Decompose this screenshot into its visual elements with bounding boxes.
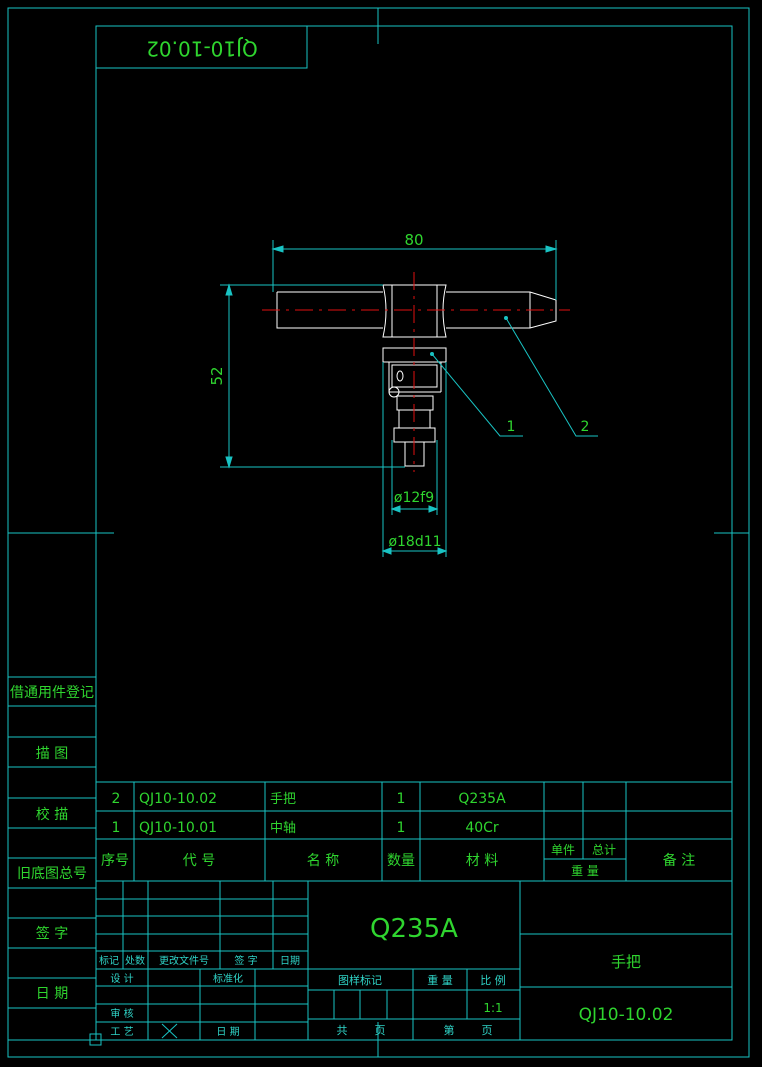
tb-rev-mark: 标记 bbox=[99, 955, 119, 967]
side-old-no-label: 旧底图总号 bbox=[17, 866, 87, 882]
drawing-frame bbox=[7, 7, 750, 1058]
title-block-labels: 标记 处数 更改文件号 签 字 日期 设 计 标准化 审 核 工 艺 日 期 图… bbox=[99, 914, 673, 1038]
bom-row-2: 2 QJ10-10.02 手把 1 Q235A bbox=[112, 791, 507, 807]
bom-no: 1 bbox=[112, 820, 121, 836]
bom-header-total: 总计 bbox=[592, 843, 616, 857]
bom-header-weight: 重 量 bbox=[571, 864, 599, 878]
dim-height-52: 52 bbox=[208, 366, 226, 385]
bom-header-unit: 单件 bbox=[551, 843, 575, 857]
bom-name: 手把 bbox=[270, 792, 296, 807]
bom-qty: 1 bbox=[397, 791, 406, 807]
top-drawing-code: QJ10-10.02 bbox=[146, 37, 258, 61]
bom-header-qty: 数量 bbox=[387, 853, 415, 869]
tb-rev-date: 日期 bbox=[280, 955, 300, 967]
centerlines bbox=[262, 272, 570, 472]
tb-total-sheets: 共 bbox=[337, 1024, 348, 1037]
handle-part-drawing bbox=[276, 284, 557, 467]
tb-scale-label: 比 例 bbox=[480, 973, 506, 987]
dimension-lines bbox=[220, 240, 598, 557]
side-date-label: 日 期 bbox=[36, 986, 68, 1002]
tb-drawing-no: QJ10-10.02 bbox=[579, 1005, 674, 1025]
title-block-grid bbox=[89, 881, 732, 1046]
tb-change-doc: 更改文件号 bbox=[159, 954, 209, 967]
balloon-1: 1 bbox=[507, 419, 516, 435]
side-borrow-label: 借通用件登记 bbox=[10, 685, 94, 701]
tb-material: Q235A bbox=[370, 914, 458, 944]
tb-review: 审 核 bbox=[110, 1007, 133, 1020]
tb-process: 工 艺 bbox=[110, 1026, 133, 1038]
dim-dia-18d11: ø18d11 bbox=[388, 534, 441, 550]
tb-part-name: 手把 bbox=[611, 953, 641, 971]
side-sign-label: 签 字 bbox=[36, 925, 68, 942]
bom-header-name: 名 称 bbox=[307, 853, 339, 869]
tb-date: 日 期 bbox=[216, 1026, 239, 1038]
tb-scale: 1:1 bbox=[483, 1001, 502, 1015]
tb-stage-mark: 图样标记 bbox=[338, 973, 382, 987]
dim-dia-12f9: ø12f9 bbox=[394, 490, 434, 506]
balloon-2: 2 bbox=[581, 419, 590, 435]
bom-no: 2 bbox=[112, 791, 121, 807]
tb-sheet-no: 第 bbox=[444, 1023, 455, 1037]
side-check-label: 校 描 bbox=[36, 806, 68, 823]
bom-table bbox=[96, 781, 732, 882]
bom-name: 中轴 bbox=[270, 821, 296, 836]
bom-material: Q235A bbox=[458, 791, 506, 807]
tb-standardize: 标准化 bbox=[213, 972, 243, 985]
bom-code: QJ10-10.01 bbox=[139, 820, 217, 836]
bom-header: 序号 代 号 名 称 数量 材 料 单件 总计 重 量 备 注 bbox=[101, 843, 695, 878]
bom-code: QJ10-10.02 bbox=[139, 791, 217, 807]
bom-row-1: 1 QJ10-10.01 中轴 1 40Cr bbox=[112, 820, 499, 836]
tb-weight: 重 量 bbox=[427, 973, 453, 987]
bom-header-material: 材 料 bbox=[466, 853, 498, 869]
dim-width-80: 80 bbox=[404, 231, 423, 249]
tb-sheet-unit2: 页 bbox=[482, 1024, 493, 1037]
side-trace-label: 描 图 bbox=[36, 746, 68, 762]
bom-header-code: 代 号 bbox=[183, 853, 215, 869]
tb-design: 设 计 bbox=[110, 972, 133, 985]
tb-rev-sign: 签 字 bbox=[234, 954, 257, 967]
bom-header-no: 序号 bbox=[101, 853, 129, 869]
tb-rev-count: 处数 bbox=[125, 954, 145, 967]
bom-material: 40Cr bbox=[465, 820, 499, 836]
bom-qty: 1 bbox=[397, 820, 406, 836]
tb-sheet-unit: 页 bbox=[375, 1024, 386, 1037]
bom-header-remark: 备 注 bbox=[663, 852, 695, 869]
